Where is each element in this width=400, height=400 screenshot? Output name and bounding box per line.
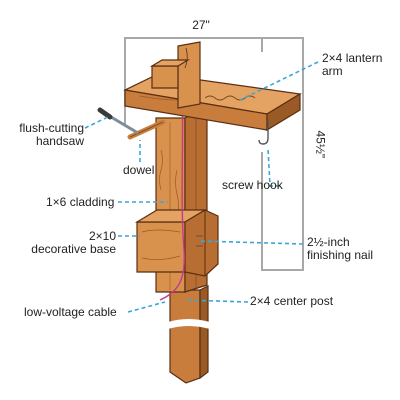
- decorative-base-label: 2×10 decorative base: [12, 230, 116, 256]
- finishing-nail-label: 2½-inch finishing nail: [307, 236, 373, 262]
- cladding-label: 1×6 cladding: [46, 195, 115, 209]
- handsaw-label: flush-cutting handsaw: [6, 122, 84, 148]
- lantern-arm-label: 2×4 lantern arm: [322, 52, 382, 78]
- screw-hook: [258, 120, 269, 145]
- finishing-nails: [196, 235, 203, 247]
- top-upright: [149, 41, 201, 109]
- dowel-label: dowel: [123, 163, 155, 177]
- height-dimension-label: 45½": [313, 130, 328, 159]
- finishing-nail-label-line2: finishing nail: [307, 248, 374, 262]
- decorative-base: [134, 209, 219, 277]
- finishing-nail-label-line1: 2½-inch: [307, 235, 350, 249]
- low-voltage-cable: [159, 79, 185, 301]
- lantern-arm: [123, 73, 302, 132]
- handsaw-label-line1: flush-cutting: [19, 121, 84, 135]
- dimension-frame: [124, 37, 304, 271]
- dowel-and-saw: [97, 107, 166, 140]
- center-post: [168, 285, 210, 384]
- decorative-base-label-line2: decorative base: [31, 242, 116, 256]
- leader-lines: [84, 61, 319, 313]
- width-dimension-label: 27": [192, 18, 210, 32]
- handsaw-label-line2: handsaw: [35, 134, 84, 148]
- screw-hook-label: screw hook: [222, 178, 283, 192]
- center-post-label: 2×4 center post: [250, 294, 334, 308]
- lantern-arm-label-line2: arm: [322, 64, 343, 78]
- decorative-base-label-line1: 2×10: [88, 229, 116, 243]
- lantern-arm-label-line1: 2×4 lantern: [322, 51, 383, 65]
- low-voltage-cable-label: low-voltage cable: [24, 305, 117, 319]
